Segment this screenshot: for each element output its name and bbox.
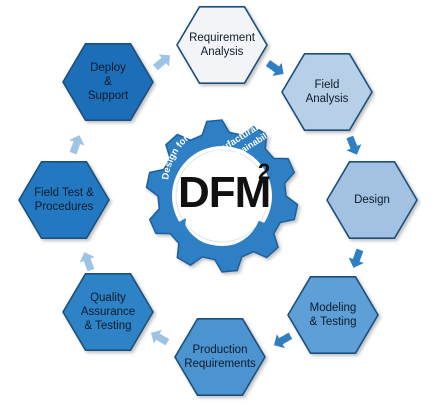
arrow-icon <box>347 247 366 269</box>
arrow-shape <box>272 331 294 350</box>
arrow-icon <box>78 251 97 273</box>
arrow-shape <box>149 328 171 347</box>
hexagon-field-test-procedures <box>18 161 110 239</box>
cycle-arc-icon <box>176 220 266 254</box>
arrow-shape <box>151 53 171 72</box>
step-hexagons <box>18 6 418 397</box>
hexagon-requirement-analysis <box>176 6 268 84</box>
dfm-title: DFM <box>178 168 271 217</box>
cycle-arrows <box>67 53 366 350</box>
arrow-icon <box>344 134 363 156</box>
arrow-shape <box>344 134 363 156</box>
arrow-shape <box>264 59 285 78</box>
gear-center <box>175 149 269 243</box>
hexagon-quality-assurance-testing <box>62 272 154 352</box>
arrow-shape <box>347 247 366 269</box>
hexagon-design <box>326 161 418 239</box>
hexagon-field-analysis <box>281 52 373 131</box>
hexagon-modeling-testing <box>287 275 379 355</box>
arrow-shape <box>67 134 86 156</box>
arrow-icon <box>272 331 294 350</box>
hexagon-deploy-support <box>62 42 154 121</box>
arrow-icon <box>264 59 285 78</box>
hexagon-production-requirements <box>174 317 266 397</box>
dfm-gear: Design for <box>145 119 299 273</box>
cycle-arrowhead-icon <box>168 218 186 236</box>
arrow-icon <box>149 328 171 347</box>
arrow-icon <box>151 53 171 72</box>
arrow-icon <box>67 134 86 156</box>
dfm-superscript: 2 <box>258 159 271 184</box>
arrow-shape <box>78 251 97 273</box>
